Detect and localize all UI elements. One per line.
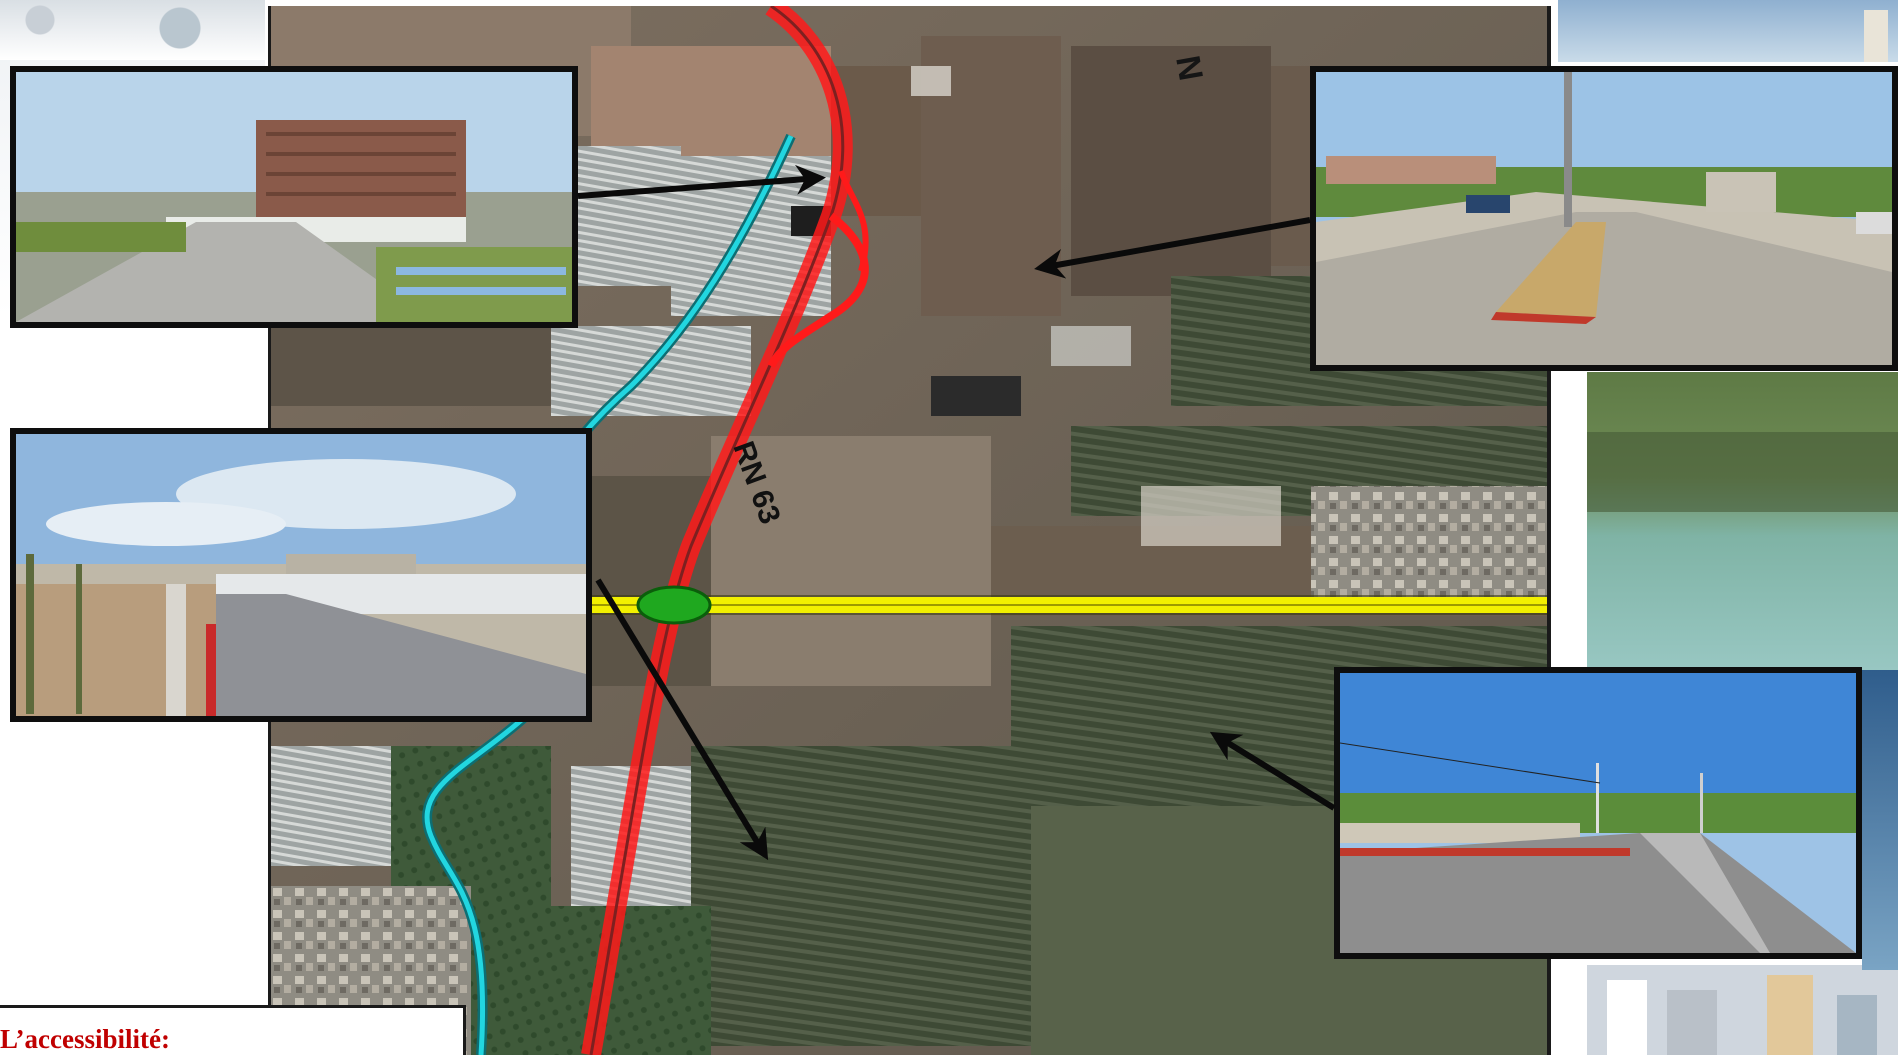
photo-top-right-image	[1316, 72, 1892, 365]
roundabout-marker[interactable]	[636, 585, 712, 625]
photo-top-right[interactable]	[1310, 66, 1898, 371]
title-box: L’accessibilité:	[0, 1005, 466, 1055]
photo-top-left[interactable]	[10, 66, 578, 328]
photo-mid-left[interactable]	[10, 428, 592, 722]
photo-mid-left-image	[16, 434, 586, 716]
right-panel-city	[1587, 965, 1898, 1055]
left-decor-top	[0, 0, 265, 60]
photo-top-left-image	[16, 72, 572, 322]
section-title: L’accessibilité:	[0, 1024, 170, 1054]
right-panel-sea	[1862, 670, 1898, 970]
photo-bottom-right[interactable]	[1334, 667, 1862, 959]
right-panel-coast	[1587, 372, 1898, 670]
right-panel-top	[1558, 0, 1898, 62]
photo-bottom-right-image	[1340, 673, 1856, 953]
